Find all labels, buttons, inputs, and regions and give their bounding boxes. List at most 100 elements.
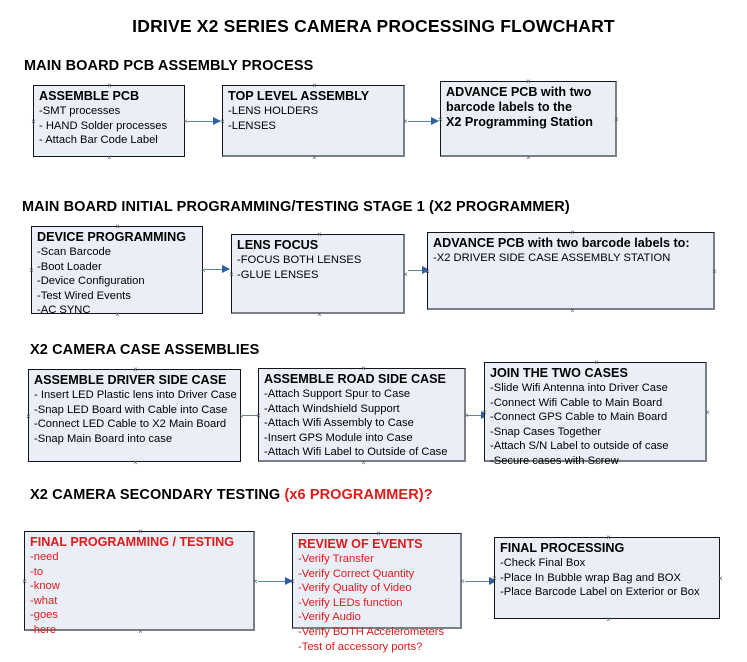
box-line: -Attach S/N Label to outside of case — [490, 440, 669, 453]
page-title: IDRIVE X2 SERIES CAMERA PROCESSING FLOWC… — [132, 16, 615, 36]
section-heading-4-text: X2 CAMERA SECONDARY TESTING — [30, 487, 285, 503]
connector-handle-right — [613, 116, 620, 123]
arrow-shaft — [408, 270, 429, 272]
connector-handle-top — [132, 366, 139, 373]
box-top-level-assembly[interactable]: TOP LEVEL ASSEMBLY -LENS HOLDERS -LENSES — [222, 85, 405, 157]
box-review-of-events[interactable]: REVIEW OF EVENTS -Verify Transfer -Verif… — [292, 530, 462, 653]
section-heading-4: X2 CAMERA SECONDARY TESTING (x6 PROGRAMM… — [30, 487, 433, 503]
box-line: -need — [30, 551, 59, 563]
box-title: LENS FOCUS — [237, 238, 319, 252]
box-line: barcode labels to the — [446, 100, 572, 114]
box-line: -Slide Wifi Antenna into Driver Case — [490, 382, 668, 394]
box-line: -Snap Cases Together — [490, 425, 602, 438]
section-heading-3-text: X2 CAMERA CASE ASSEMBLIES — [30, 342, 260, 358]
connector-handle-top — [106, 82, 113, 89]
connector-handle-bottom — [311, 154, 318, 161]
box-line: -Connect Wifi Cable to Main Board — [490, 396, 663, 409]
connector-handle-top — [605, 534, 612, 541]
box-line: -AC SYNC — [37, 304, 91, 317]
box-line: -SMT processes — [39, 105, 121, 117]
connector-handle-right — [717, 575, 724, 582]
box-line: -Place In Bubble wrap Bag and BOX — [500, 571, 681, 584]
section-heading-3: X2 CAMERA CASE ASSEMBLIES — [30, 342, 259, 358]
box-line: -LENSES — [228, 119, 276, 132]
box-line: -know — [30, 580, 60, 593]
connector-handle-bottom — [605, 616, 612, 623]
connector-handle-top — [360, 365, 367, 372]
connector-handle-right — [711, 268, 718, 275]
arrow-4-1 — [258, 577, 293, 586]
connector-handle-top — [375, 530, 382, 537]
box-line: -Snap LED Board with Cable into Case — [34, 403, 228, 416]
box-line: -Snap Main Board into case — [34, 432, 173, 445]
connector-handle-left — [25, 413, 32, 420]
connector-handle-right — [704, 409, 711, 416]
box-title: ASSEMBLE ROAD SIDE CASE — [264, 372, 446, 386]
box-title: TOP LEVEL ASSEMBLY — [228, 89, 370, 103]
box-line: - Insert LED Plastic lens into Driver Ca… — [34, 389, 237, 401]
arrow-head — [422, 266, 430, 274]
box-line: -Check Final Box — [500, 557, 586, 569]
box-line: -Verify Audio — [298, 611, 361, 624]
section-heading-1-text: MAIN BOARD PCB ASSEMBLY PROCESS — [24, 58, 314, 74]
arrow-shaft — [466, 415, 488, 417]
arrow-2-1 — [205, 265, 230, 274]
connector-handle-top — [137, 528, 144, 535]
box-line: -what — [30, 594, 58, 607]
connector-handle-bottom — [132, 459, 139, 466]
box-title: ASSEMBLE PCB — [39, 89, 140, 103]
arrow-head — [489, 577, 497, 585]
box-title: JOIN THE TWO CASES — [490, 366, 628, 380]
box-title: ADVANCE PCB with two — [446, 85, 592, 99]
box-line: -GLUE LENSES — [237, 268, 319, 281]
box-advance-pcb-2[interactable]: ADVANCE PCB with two barcode labels to: … — [427, 232, 715, 310]
box-line: -Scan Barcode — [37, 246, 112, 258]
arrow-2-2 — [408, 266, 430, 275]
box-line: -Verify Correct Quantity — [298, 567, 415, 580]
box-join-the-two-cases[interactable]: JOIN THE TWO CASES -Slide Wifi Antenna i… — [484, 359, 707, 467]
box-assemble-road-side-case[interactable]: ASSEMBLE ROAD SIDE CASE -Attach Support … — [258, 368, 466, 462]
box-line: -LENS HOLDERS — [228, 105, 319, 117]
arrow-shaft — [258, 581, 292, 583]
box-line: -Attach Windshield Support — [264, 402, 400, 415]
box-line: -Verify Quality of Video — [298, 582, 412, 595]
box-line: -Connect LED Cable to X2 Main Board — [34, 418, 227, 431]
box-title: FINAL PROCESSING — [500, 541, 625, 555]
arrow-head — [431, 117, 439, 125]
box-line: -Place Barcode Label on Exterior or Box — [500, 586, 700, 599]
box-line: -Device Configuration — [37, 275, 145, 288]
section-heading-2-text: MAIN BOARD INITIAL PROGRAMMING/TESTING S… — [22, 199, 570, 215]
connector-handle-bottom — [316, 311, 323, 318]
box-device-programming[interactable]: DEVICE PROGRAMMING -Scan Barcode -Boot L… — [31, 226, 203, 316]
box-advance-pcb-1[interactable]: ADVANCE PCB with two barcode labels to t… — [440, 81, 617, 157]
arrow-shaft — [205, 269, 229, 271]
box-assemble-pcb[interactable]: ASSEMBLE PCB -SMT processes - HAND Solde… — [33, 85, 185, 157]
box-title: FINAL PROGRAMMING / TESTING — [30, 535, 235, 549]
connector-handle-top — [311, 82, 318, 89]
connector-handle-left — [21, 578, 28, 585]
arrow-head — [285, 577, 293, 585]
box-line: -Verify LEDs function — [298, 596, 403, 609]
box-title: REVIEW OF EVENTS — [298, 537, 423, 551]
arrow-head — [213, 117, 221, 125]
connector-handle-bottom — [360, 459, 367, 466]
box-line: -Verify BOTH Accelerometers — [298, 625, 445, 638]
box-line: - Attach Bar Code Label — [39, 134, 158, 147]
connector-handle-top — [569, 229, 576, 236]
section-heading-1: MAIN BOARD PCB ASSEMBLY PROCESS — [24, 58, 313, 74]
box-line: -Attach Wifi Label to Outside of Case — [264, 446, 448, 459]
box-final-programming-testing[interactable]: FINAL PROGRAMMING / TESTING -need -to -k… — [21, 528, 255, 636]
connector-handle-top — [593, 359, 600, 366]
box-line: X2 Programming Station — [446, 115, 593, 129]
connector-handle-bottom — [569, 307, 576, 314]
connector-handle-bottom — [525, 154, 532, 161]
section-heading-4-red-text: (x6 PROGRAMMER)? — [284, 487, 433, 503]
connector-handle-bottom — [106, 154, 113, 161]
arrow-1-1 — [187, 117, 221, 126]
connector-handle-top — [525, 78, 532, 85]
box-lens-focus[interactable]: LENS FOCUS -FOCUS BOTH LENSES -GLUE LENS… — [231, 234, 405, 314]
box-line: -Verify Transfer — [298, 553, 374, 565]
box-assemble-driver-side-case[interactable]: ASSEMBLE DRIVER SIDE CASE - Insert LED P… — [28, 369, 241, 462]
box-final-processing[interactable]: FINAL PROCESSING -Check Final Box -Place… — [494, 537, 720, 619]
arrow-shaft — [243, 415, 265, 417]
